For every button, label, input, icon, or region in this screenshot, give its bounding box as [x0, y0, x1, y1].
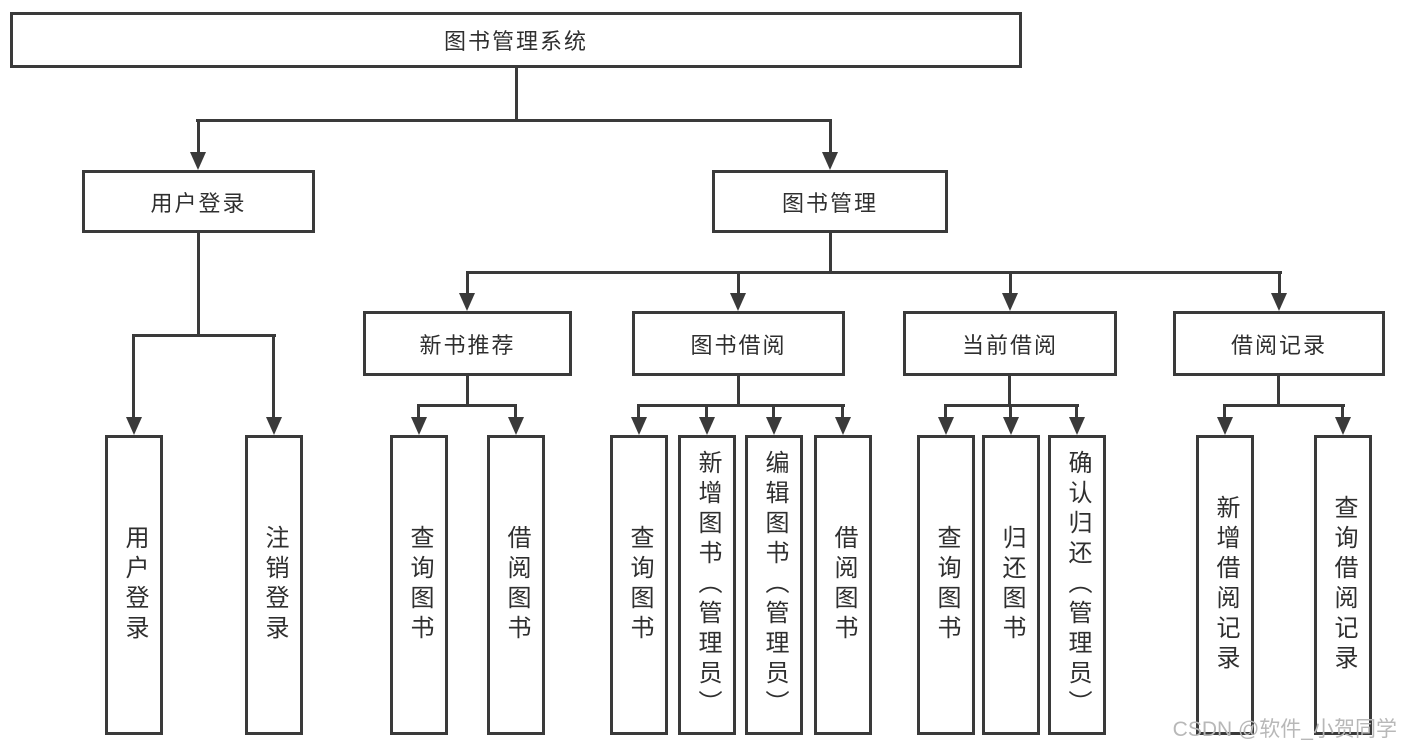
node-book-borrow: 图书借阅	[632, 311, 845, 376]
edge-to-current-borrow-drop	[1009, 271, 1012, 294]
node-book-management-label: 图书管理	[781, 190, 878, 216]
edge-user-login-rail	[132, 334, 276, 337]
leaf-cb-return-books-label: 归还图书	[998, 525, 1025, 645]
leaf-rec-borrow-books: 借阅图书	[487, 435, 545, 735]
node-root-label: 图书管理系统	[443, 29, 588, 54]
arrow-down-icon	[699, 417, 715, 435]
leaf-br-query-record-label: 查询借阅记录	[1330, 495, 1357, 675]
node-new-book-recommend-label: 新书推荐	[419, 332, 516, 358]
leaf-cb-query-books: 查询图书	[917, 435, 975, 735]
arrow-down-icon	[1069, 417, 1085, 435]
leaf-cb-query-books-label: 查询图书	[933, 525, 960, 645]
node-user-login: 用户登录	[82, 170, 315, 233]
arrow-down-icon	[1002, 293, 1018, 311]
edge-book-borrow-rail	[637, 404, 845, 407]
leaf-bb-query-books: 查询图书	[610, 435, 668, 735]
node-new-book-recommend: 新书推荐	[363, 311, 572, 376]
leaf-br-add-record: 新增借阅记录	[1196, 435, 1254, 735]
edge-root-to-user-login-drop	[197, 119, 200, 153]
edge-book-mgmt-rail	[466, 271, 1282, 274]
edge-to-bb-borrow-drop	[841, 404, 844, 418]
arrow-down-icon	[266, 417, 282, 435]
leaf-bb-query-books-label: 查询图书	[626, 525, 653, 645]
leaf-br-add-record-label: 新增借阅记录	[1212, 495, 1239, 675]
edge-book-mgmt-stem	[829, 233, 832, 274]
node-current-borrow-label: 当前借阅	[961, 332, 1058, 358]
leaf-rec-query-books-label: 查询图书	[406, 525, 433, 645]
arrow-down-icon	[411, 417, 427, 435]
arrow-down-icon	[1335, 417, 1351, 435]
edge-user-login-stem	[197, 233, 200, 337]
watermark: CSDN @软件_小贺同学	[1172, 718, 1397, 741]
edge-to-borrow-records-drop	[1278, 271, 1281, 294]
leaf-bb-borrow-books: 借阅图书	[814, 435, 872, 735]
leaf-rec-query-books: 查询图书	[390, 435, 448, 735]
leaf-cb-return-books: 归还图书	[982, 435, 1040, 735]
arrow-down-icon	[459, 293, 475, 311]
edge-root-stem	[515, 68, 518, 121]
leaf-cb-confirm-return: 确认归还（管理员）	[1048, 435, 1106, 735]
leaf-br-query-record: 查询借阅记录	[1314, 435, 1372, 735]
node-book-management: 图书管理	[712, 170, 948, 233]
leaf-user-login: 用户登录	[105, 435, 163, 735]
edge-current-borrow-stem	[1008, 376, 1011, 407]
arrow-down-icon	[508, 417, 524, 435]
node-borrow-records-label: 借阅记录	[1230, 332, 1327, 358]
edge-to-cb-confirm-drop	[1075, 404, 1078, 418]
arrow-down-icon	[1271, 293, 1287, 311]
arrow-down-icon	[730, 293, 746, 311]
edge-to-br-query-drop	[1341, 404, 1344, 418]
edge-to-bb-add-drop	[705, 404, 708, 418]
leaf-bb-edit-books-label: 编辑图书（管理员）	[761, 450, 788, 720]
leaf-logout-label: 注销登录	[261, 525, 288, 645]
edge-to-leaf-user-login-drop	[132, 334, 135, 418]
arrow-down-icon	[822, 152, 838, 170]
edge-to-book-borrow-drop	[737, 271, 740, 294]
leaf-user-login-label: 用户登录	[121, 525, 148, 645]
arrow-down-icon	[190, 152, 206, 170]
edge-to-new-book-rec-drop	[466, 271, 469, 294]
leaf-bb-edit-books: 编辑图书（管理员）	[745, 435, 803, 735]
leaf-logout: 注销登录	[245, 435, 303, 735]
edge-to-rec-query-drop	[417, 404, 420, 418]
edge-to-rec-borrow-drop	[514, 404, 517, 418]
edge-to-br-add-drop	[1223, 404, 1226, 418]
edge-new-book-rec-stem	[466, 376, 469, 407]
arrow-down-icon	[1003, 417, 1019, 435]
arrow-down-icon	[835, 417, 851, 435]
edge-book-borrow-stem	[737, 376, 740, 407]
edge-to-leaf-logout-drop	[272, 334, 275, 418]
node-borrow-records: 借阅记录	[1173, 311, 1385, 376]
edge-to-cb-return-drop	[1009, 404, 1012, 418]
arrow-down-icon	[1217, 417, 1233, 435]
leaf-bb-add-books: 新增图书（管理员）	[678, 435, 736, 735]
leaf-bb-add-books-label: 新增图书（管理员）	[694, 450, 721, 720]
edge-borrow-records-rail	[1223, 404, 1345, 407]
arrow-down-icon	[126, 417, 142, 435]
edge-to-cb-query-drop	[944, 404, 947, 418]
arrow-down-icon	[766, 417, 782, 435]
edge-root-to-book-mgmt-drop	[829, 119, 832, 153]
node-book-borrow-label: 图书借阅	[690, 332, 787, 358]
leaf-rec-borrow-books-label: 借阅图书	[503, 525, 530, 645]
edge-to-bb-query-drop	[637, 404, 640, 418]
arrow-down-icon	[938, 417, 954, 435]
edge-root-rail	[196, 119, 832, 122]
edge-to-bb-edit-drop	[772, 404, 775, 418]
node-user-login-label: 用户登录	[150, 190, 247, 216]
arrow-down-icon	[631, 417, 647, 435]
node-root: 图书管理系统	[10, 12, 1022, 68]
edge-new-book-rec-rail	[417, 404, 517, 407]
leaf-bb-borrow-books-label: 借阅图书	[830, 525, 857, 645]
node-current-borrow: 当前借阅	[903, 311, 1117, 376]
edge-borrow-records-stem	[1277, 376, 1280, 407]
leaf-cb-confirm-return-label: 确认归还（管理员）	[1064, 450, 1091, 720]
